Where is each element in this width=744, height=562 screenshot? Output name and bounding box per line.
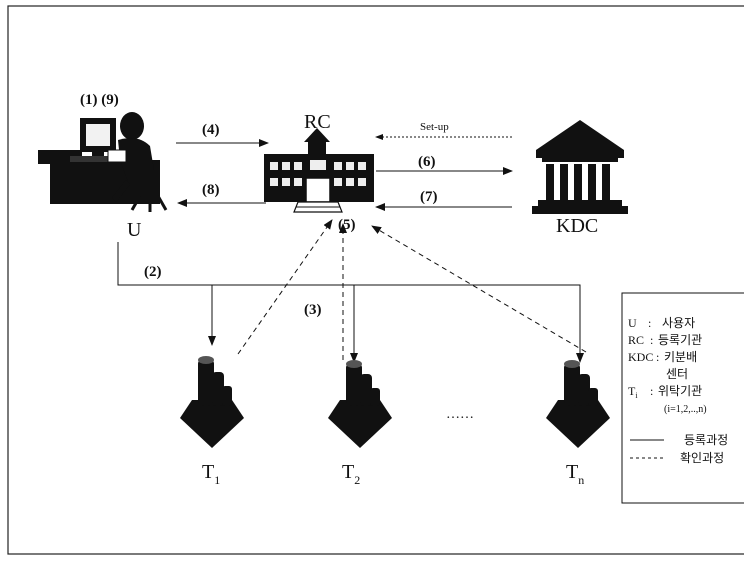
- trustee-2-icon: [328, 360, 392, 448]
- legend-dashed-label: 확인과정: [680, 451, 724, 465]
- trustee-1-icon: [180, 356, 244, 448]
- arrow-2-to-tn: [118, 242, 580, 362]
- user-computer-icon: [38, 112, 166, 212]
- trustee-n-icon: [546, 360, 610, 448]
- arrow-t1-to-rc: [238, 220, 332, 354]
- legend-row-u: U : 사용자: [628, 316, 695, 330]
- step-7-label: (7): [420, 189, 438, 205]
- trustee-ellipsis: ……: [446, 407, 474, 422]
- rc-label: RC: [304, 111, 331, 133]
- setup-label: Set-up: [420, 121, 449, 133]
- legend-row-rc: RC : 등록기관: [628, 333, 702, 347]
- kdc-temple-icon: [532, 120, 628, 214]
- step-8-label: (8): [202, 182, 220, 198]
- trustee-2-label: T2: [342, 461, 360, 487]
- step-2-label: (2): [144, 264, 162, 280]
- legend-index-note: (i=1,2,..,n): [664, 404, 707, 415]
- kdc-label: KDC: [556, 215, 598, 237]
- user-step-label: (1) (9): [80, 92, 119, 108]
- legend-row-kdc-cont: 센터: [666, 367, 688, 381]
- trustee-n-label: Tn: [566, 461, 584, 487]
- rc-building-icon: [264, 128, 374, 212]
- step-3-label: (3): [304, 302, 322, 318]
- legend: U : 사용자 RC : 등록기관 KDC : 키분배 센터 Ti : 위탁기관…: [622, 293, 744, 503]
- arrow-tn-to-rc: [372, 226, 586, 352]
- legend-solid-label: 등록과정: [684, 433, 728, 447]
- step-5-label: (5): [338, 217, 356, 233]
- step-6-label: (6): [418, 154, 436, 170]
- trustee-1-label: T1: [202, 461, 220, 487]
- step-4-label: (4): [202, 122, 220, 138]
- user-label: U: [127, 219, 142, 241]
